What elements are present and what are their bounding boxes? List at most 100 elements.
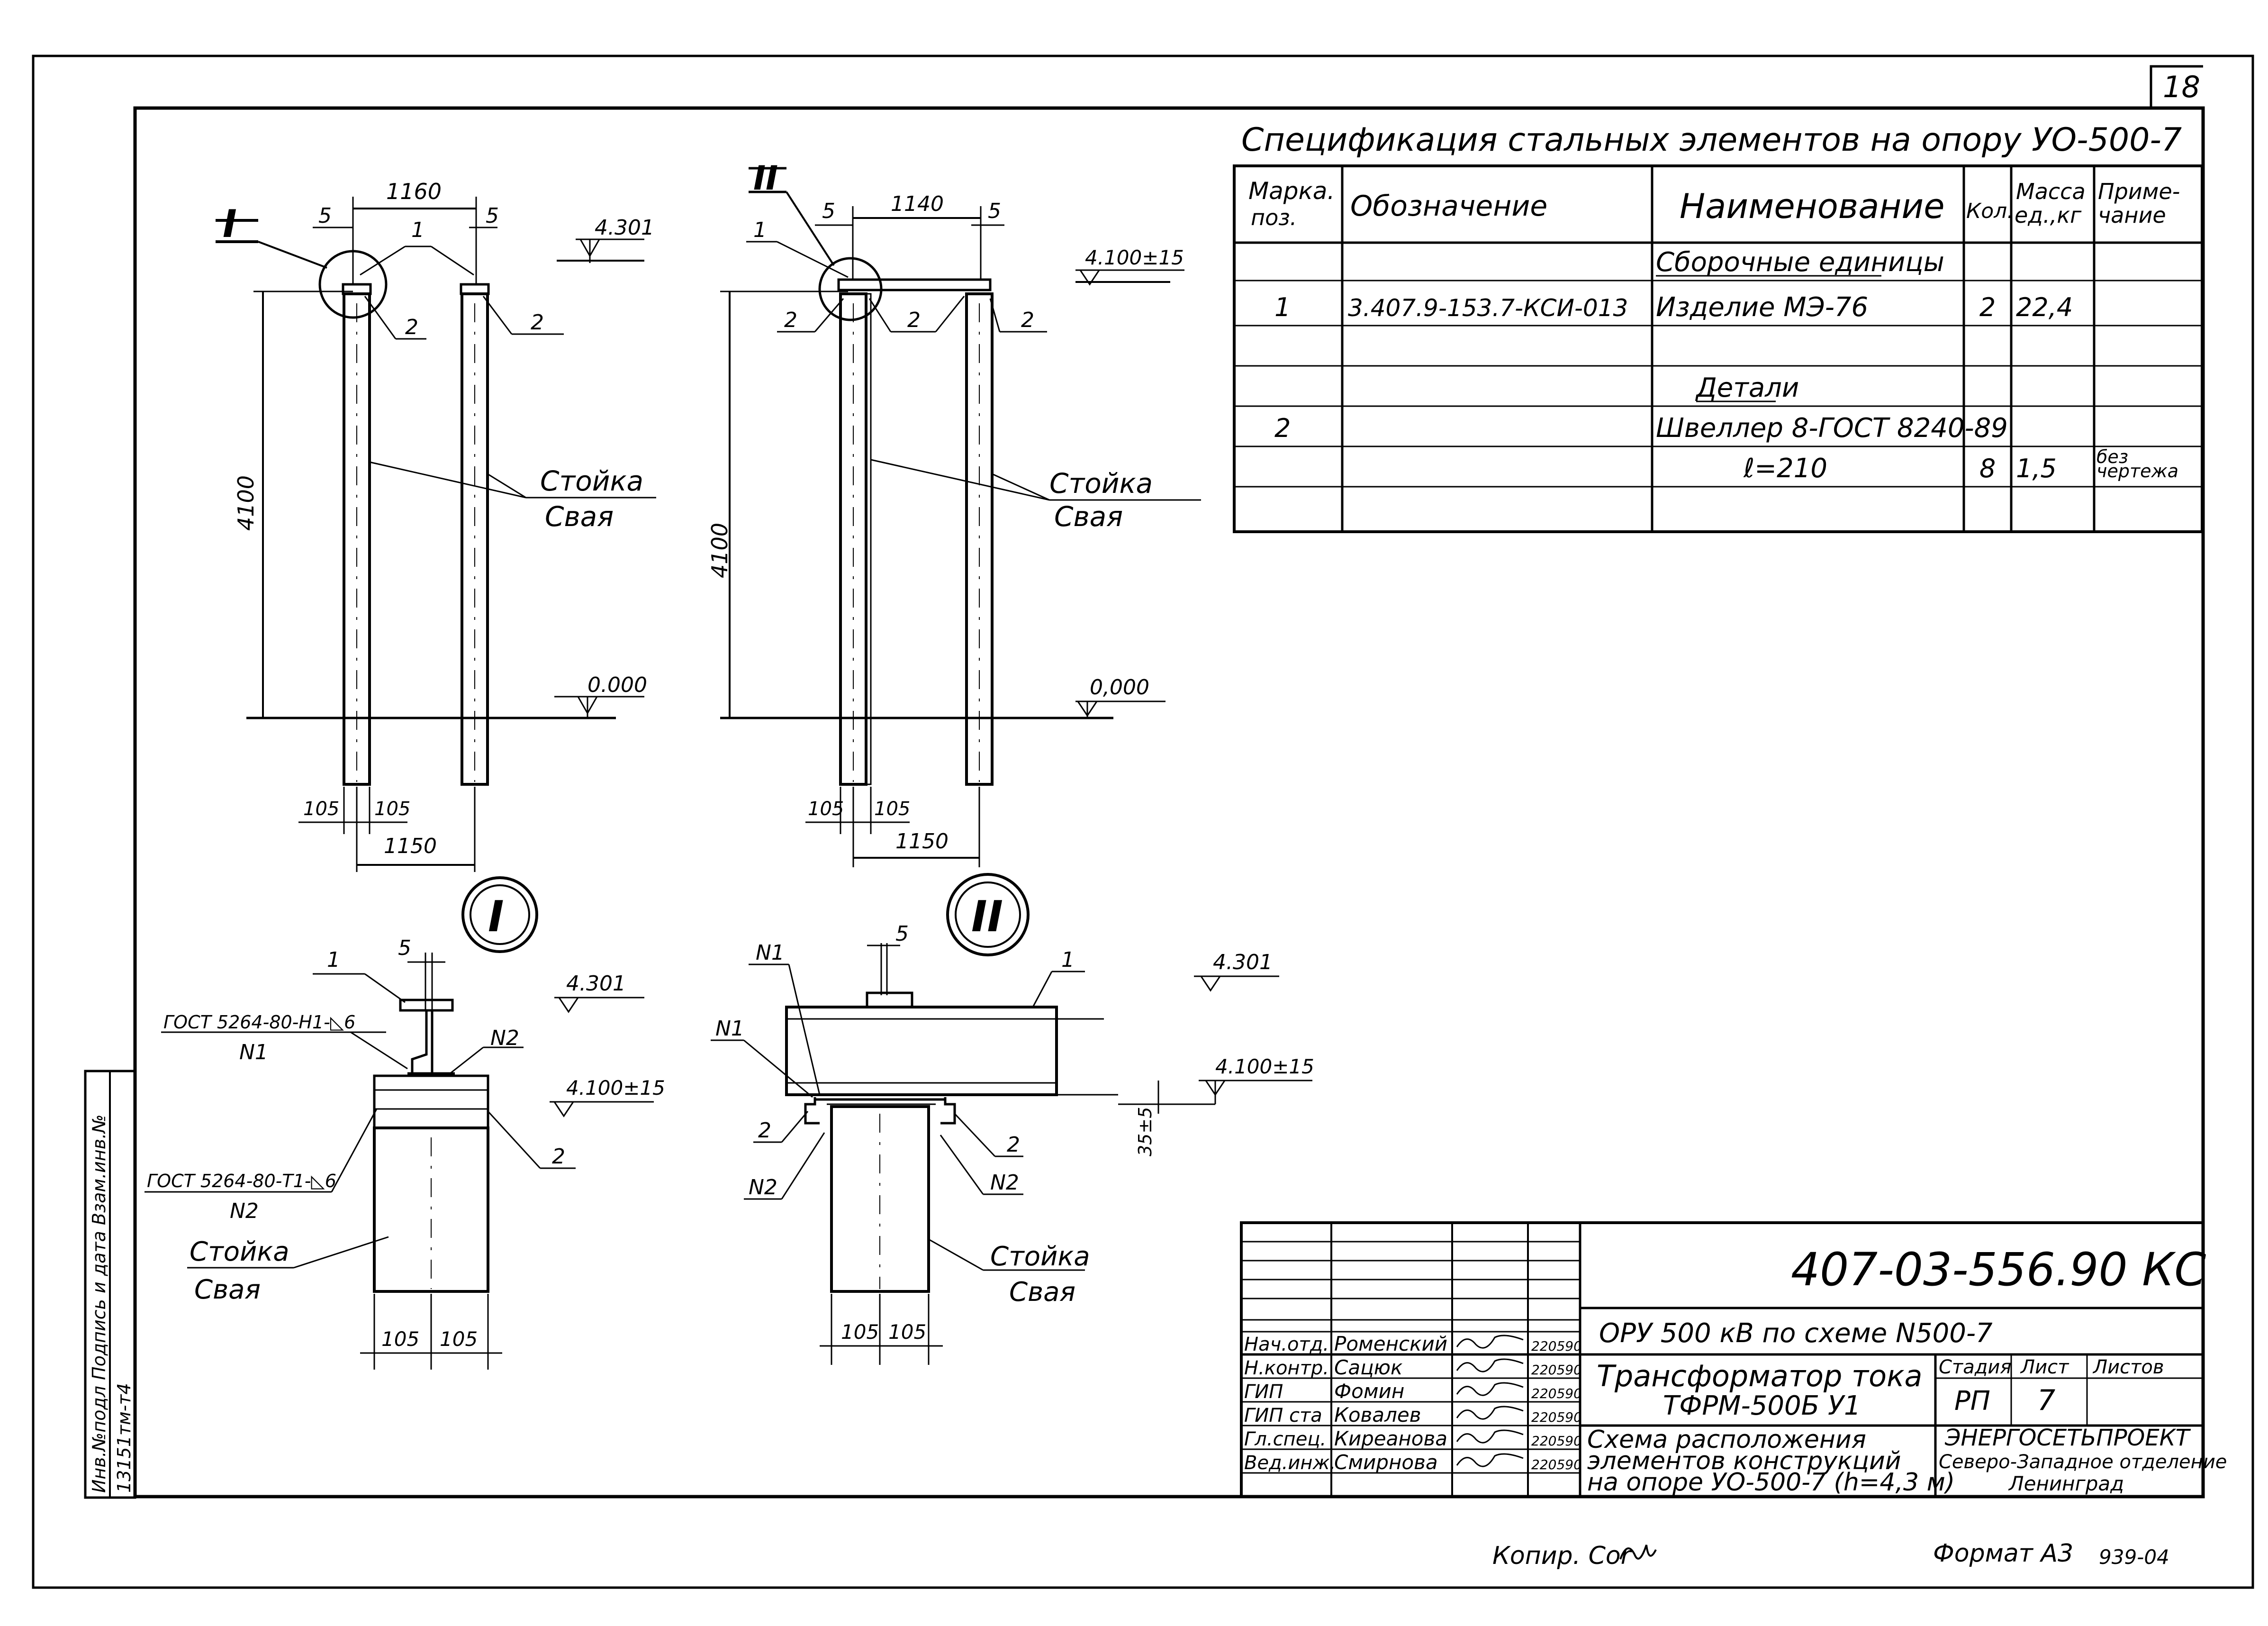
spec-row-name: Швеллер 8-ГОСТ 8240-89 — [1656, 413, 2008, 444]
staff-name: Роменский — [1334, 1332, 1447, 1355]
spec-row-designation: 3.407.9-153.7-КСИ-013 — [1348, 294, 1628, 322]
hdr-mark-2: поз. — [1251, 205, 1297, 230]
tb-org-3: Ленинград — [2008, 1472, 2124, 1495]
view2-dim-105a: 105 — [808, 798, 844, 820]
view2-pos2b: 2 — [907, 308, 921, 332]
sheet-number: 18 — [2163, 70, 2200, 104]
staff-role: Н.контр. — [1244, 1357, 1329, 1379]
sheet-number-box: 18 — [2150, 65, 2203, 108]
staff-date: 220590 — [1531, 1386, 1582, 1401]
tb-object-1: Трансформатор тока — [1597, 1359, 1923, 1393]
spec-row-mark: 2 — [1274, 413, 1291, 443]
detail1-label-pile: Свая — [194, 1274, 261, 1305]
hdr-note-2: чание — [2098, 202, 2166, 228]
view2-dim-bottom: 1150 — [895, 829, 949, 854]
view2-label-pile: Свая — [1054, 500, 1123, 533]
tb-sheet-title-3: на опоре УО-500-7 (h=4,3 м) — [1587, 1468, 1955, 1497]
detail1-weld1-std: ГОСТ 5264-80-Н1-◺6 — [163, 1012, 355, 1033]
detail2-elev-mid: 4.100±15 — [1215, 1055, 1314, 1078]
tb-org-1: ЭНЕРГОСЕТЬПРОЕКТ — [1944, 1425, 2191, 1451]
format-label: Формат А3 — [1933, 1539, 2073, 1568]
view1-pos2b: 2 — [531, 310, 544, 335]
staff-name: Киреанова — [1334, 1427, 1447, 1450]
hdr-qty: Кол. — [1966, 199, 2014, 223]
staff-name: Ковалев — [1334, 1403, 1421, 1426]
detail2-pos2-right: 2 — [1007, 1133, 1020, 1157]
view1-dim-105a: 105 — [303, 798, 339, 820]
spec-table: Спецификация стальных элементов на опору… — [1233, 121, 2204, 533]
staff-date: 220590 — [1531, 1338, 1582, 1354]
spec-row-note-2: чертежа — [2096, 461, 2178, 481]
view2-label-post: Стойка — [1049, 467, 1153, 500]
view1-pos1: 1 — [411, 218, 425, 242]
detail2-dim-35: 35±5 — [1135, 1107, 1156, 1156]
view1-elev-top: 4.301 — [595, 216, 654, 240]
spec-row-name: Сборочные единицы — [1656, 247, 1944, 278]
copy-label: Копир. Cor — [1492, 1542, 1633, 1570]
spec-row-qty: 2 — [1979, 292, 1996, 322]
detail1-label-post: Стойка — [190, 1236, 289, 1267]
tb-sheets-hdr: Листов — [2092, 1356, 2164, 1378]
detail2-mark: II — [971, 892, 1003, 942]
view1-elev-ground: 0.000 — [587, 673, 647, 697]
hdr-mass-2: ед.,кг — [2015, 202, 2082, 228]
view-1: I 1160 5 5 1 2 2 — [216, 179, 656, 872]
view2-dim-top: 1140 — [891, 192, 944, 216]
spec-row-mark: 1 — [1274, 292, 1291, 322]
hdr-name: Наименование — [1680, 186, 1945, 226]
view2-pos2c: 2 — [1021, 308, 1034, 332]
staff-signature — [1456, 1335, 1524, 1349]
detail1-weld2: N2 — [230, 1199, 259, 1223]
detail2-label-post: Стойка — [990, 1241, 1090, 1272]
view1-dim-height: 4100 — [233, 475, 259, 531]
view-2: II 1140 5 5 1 2 2 2 — [707, 159, 1201, 867]
view2-dim-5-right: 5 — [988, 199, 1001, 223]
title-block: 407-03-556.90 КС ОРУ 500 кВ по схеме N50… — [1240, 1221, 2227, 1498]
spec-row-qty: 8 — [1979, 454, 1996, 483]
detail2-pos2-left: 2 — [758, 1118, 771, 1143]
spec-row-mass: 1,5 — [2016, 454, 2057, 483]
tb-sheet-title-2: элементов конструкций — [1587, 1447, 1901, 1475]
view2-elev-ground: 0,000 — [1090, 675, 1149, 699]
view2-pos2a: 2 — [784, 308, 797, 332]
copy-signature — [1619, 1544, 1657, 1560]
view1-dim-5-right: 5 — [486, 204, 499, 228]
staff-name: Сацюк — [1334, 1356, 1403, 1379]
detail-2: II 5 N1 N1 1 4.301 — [711, 873, 1314, 1365]
detail2-elev-top: 4.301 — [1213, 950, 1273, 974]
staff-date: 220590 — [1531, 1457, 1582, 1472]
tb-stage: РП — [1954, 1386, 1990, 1417]
side-stamp: Инв.№подл Подпись и дата Взам.инв.№ 1315… — [84, 1070, 136, 1499]
staff-signature — [1456, 1453, 1524, 1467]
detail2-n2-right: N2 — [990, 1171, 1019, 1195]
view2-dim-105b: 105 — [874, 798, 910, 820]
tb-code: 407-03-556.90 КС — [1791, 1243, 2206, 1296]
detail2-pos1: 1 — [1061, 948, 1075, 972]
tb-object-2: ТФРМ-500Б У1 — [1663, 1390, 1861, 1421]
detail2-dim-105b: 105 — [888, 1320, 926, 1344]
detail1-elev-top: 4.301 — [566, 972, 626, 996]
staff-role: Нач.отд. — [1244, 1334, 1329, 1355]
detail1-pos1: 1 — [327, 948, 340, 972]
view1-pos2a: 2 — [405, 315, 418, 339]
view1-dim-105b: 105 — [374, 798, 410, 820]
detail1-dim-105a: 105 — [381, 1327, 419, 1351]
detail1-weld1: N1 — [239, 1040, 268, 1064]
staff-date: 220590 — [1531, 1433, 1582, 1449]
view1-label-post: Стойка — [540, 465, 643, 497]
spec-row-name: Детали — [1695, 372, 1799, 403]
detail1-elev-mid: 4.100±15 — [566, 1076, 665, 1099]
detail-1: I 5 1 4.301 ГОСТ 5264-80-Н1-◺6 N1 N2 — [145, 876, 665, 1370]
view1-label-pile: Свая — [545, 500, 614, 533]
side-stamp-label: Инв.№подл Подпись и дата Взам.инв.№ — [89, 1114, 109, 1493]
view2-elev-top: 4.100±15 — [1085, 246, 1184, 269]
detail2-dim5: 5 — [895, 922, 909, 946]
view2-pos1: 1 — [753, 218, 767, 242]
detail2-n1-left: N1 — [715, 1017, 744, 1041]
view2-dim-height: 4100 — [707, 523, 732, 578]
hdr-mass-1: Масса — [2016, 179, 2086, 204]
detail1-weld2-right: N2 — [490, 1026, 519, 1050]
detail1-mark: I — [488, 892, 504, 942]
